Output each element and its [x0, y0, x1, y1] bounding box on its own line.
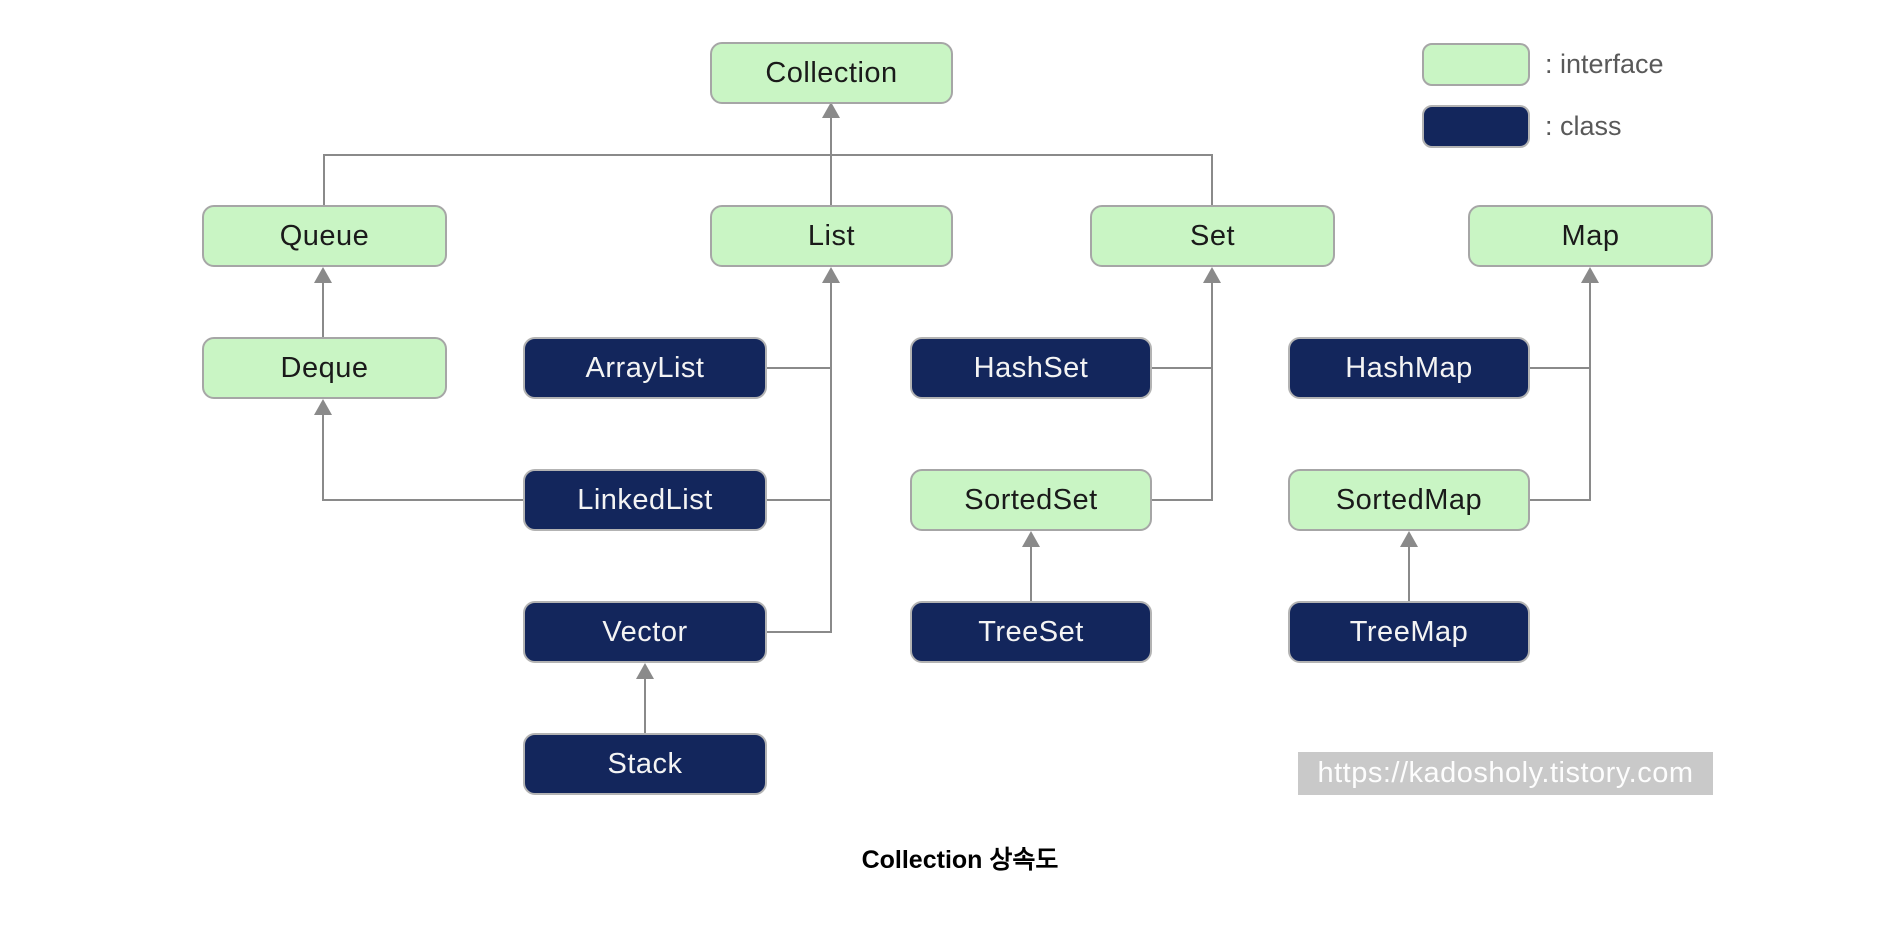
edge-linkedlist-deque-horizontal	[322, 499, 523, 501]
edge-rail-to-queue	[323, 154, 325, 206]
edge-arraylist-stub	[767, 367, 832, 369]
edge-sortedmap-stub	[1530, 499, 1591, 501]
edge-deque-queue	[322, 281, 324, 338]
arrowhead-to-queue	[314, 267, 332, 283]
node-set: Set	[1090, 205, 1335, 267]
edge-rail-to-set	[1211, 154, 1213, 206]
node-queue: Queue	[202, 205, 447, 267]
arrowhead-to-sortedset	[1022, 531, 1040, 547]
edge-hashmap-stub	[1530, 367, 1591, 369]
arrowhead-to-collection	[822, 102, 840, 118]
node-map: Map	[1468, 205, 1713, 267]
edge-map-trunk	[1589, 281, 1591, 501]
arrowhead-to-deque	[314, 399, 332, 415]
arrowhead-to-set	[1203, 267, 1221, 283]
node-arraylist: ArrayList	[523, 337, 767, 399]
edge-vector-stub	[767, 631, 832, 633]
edge-set-trunk	[1211, 281, 1213, 501]
diagram-caption: Collection 상속도	[861, 846, 1059, 874]
arrowhead-to-list	[822, 267, 840, 283]
edge-collection-children-rail	[323, 154, 1213, 156]
edge-linkedlist-deque-vertical	[322, 413, 324, 501]
node-treeset: TreeSet	[910, 601, 1152, 663]
node-linkedlist: LinkedList	[523, 469, 767, 531]
edge-sortedset-stub	[1152, 499, 1213, 501]
arrowhead-to-sortedmap	[1400, 531, 1418, 547]
node-vector: Vector	[523, 601, 767, 663]
edge-list-trunk	[830, 281, 832, 633]
arrowhead-to-vector	[636, 663, 654, 679]
legend-interface-swatch	[1422, 43, 1530, 86]
arrowhead-to-map	[1581, 267, 1599, 283]
node-deque: Deque	[202, 337, 447, 399]
legend-class-label: : class	[1545, 111, 1622, 141]
edge-treemap-sortedmap	[1408, 545, 1410, 601]
node-hashmap: HashMap	[1288, 337, 1530, 399]
watermark-url: https://kadosholy.tistory.com	[1298, 752, 1713, 795]
node-list: List	[710, 205, 953, 267]
edge-linkedlist-stub	[767, 499, 832, 501]
legend-interface-label: : interface	[1545, 49, 1664, 79]
edge-treeset-sortedset	[1030, 545, 1032, 601]
node-sortedmap: SortedMap	[1288, 469, 1530, 531]
edge-stack-vector	[644, 677, 646, 733]
node-treemap: TreeMap	[1288, 601, 1530, 663]
edge-hashset-stub	[1152, 367, 1213, 369]
legend-class-swatch	[1422, 105, 1530, 148]
node-sortedset: SortedSet	[910, 469, 1152, 531]
node-collection: Collection	[710, 42, 953, 104]
node-stack: Stack	[523, 733, 767, 795]
node-hashset: HashSet	[910, 337, 1152, 399]
edge-collection-trunk	[830, 116, 832, 207]
